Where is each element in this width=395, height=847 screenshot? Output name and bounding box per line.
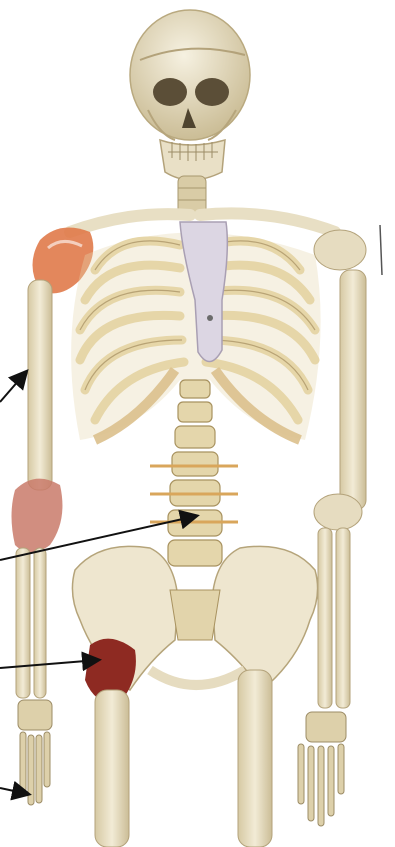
arrow-shoulder-bone: [0, 372, 26, 402]
right-hand: [298, 712, 346, 826]
left-hand: [18, 700, 52, 805]
right-femur: [238, 670, 272, 847]
arrow-hip: [0, 660, 98, 668]
elbow-joint-highlight: [12, 479, 63, 553]
skull: [130, 10, 250, 180]
edge-mark: [380, 225, 382, 275]
spine: [150, 380, 238, 566]
left-arm: [12, 280, 63, 805]
right-shoulder: [314, 230, 366, 270]
left-femur: [95, 690, 129, 847]
